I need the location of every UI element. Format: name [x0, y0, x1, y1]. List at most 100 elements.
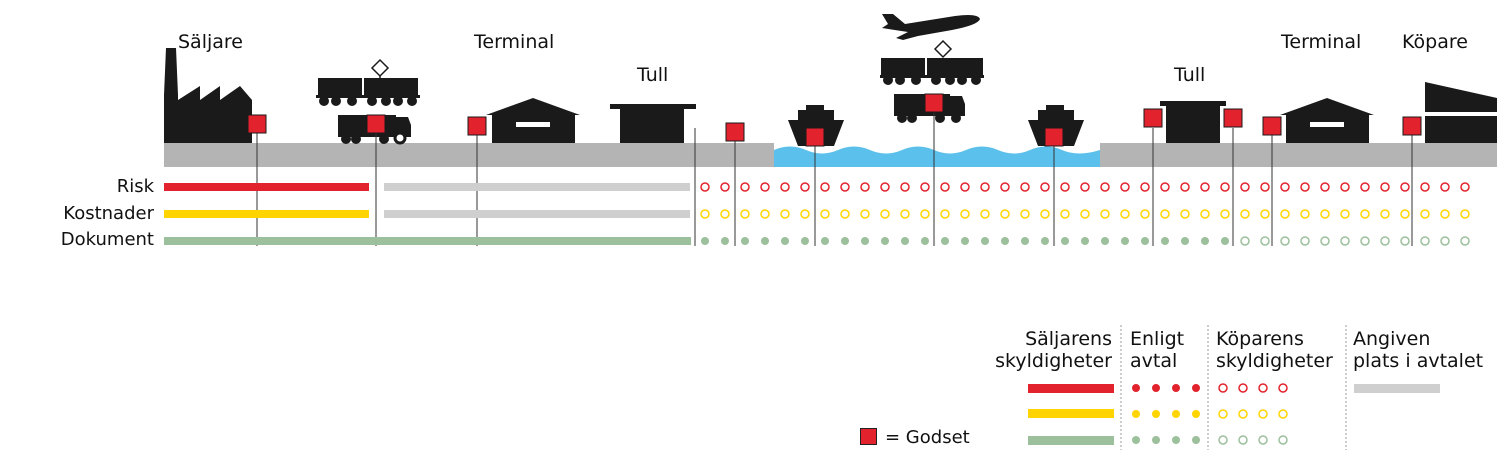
- documents-dot: [1181, 237, 1189, 245]
- ground-strip-right: [1100, 143, 1497, 167]
- legend-agreed-place-line2: plats i avtalet: [1353, 350, 1484, 372]
- costs-dot: [1460, 209, 1470, 219]
- airplane-icon: [882, 14, 980, 40]
- costs-dot: [840, 209, 850, 219]
- goods-marker: [924, 93, 944, 113]
- costs-dot: [1120, 209, 1130, 219]
- risk-dot: [940, 182, 950, 192]
- row-label-risk: Risk: [116, 176, 154, 197]
- risk-dot: [880, 182, 890, 192]
- documents-dot: [1320, 236, 1330, 246]
- documents-dot: [1300, 236, 1310, 246]
- costs-dot: [760, 209, 770, 219]
- legend-seller-duties-line1: Säljarens: [1025, 328, 1112, 350]
- pantograph-icon-2: [933, 39, 953, 59]
- risk-dot: [1020, 182, 1030, 192]
- documents-dot: [781, 237, 789, 245]
- costs-dot: [1420, 209, 1430, 219]
- costs-dot: [940, 209, 950, 219]
- costs-dot: [960, 209, 970, 219]
- label-terminal-left: Terminal: [474, 31, 555, 53]
- goods-marker: [1402, 116, 1422, 136]
- row-label-documents: Dokument: [60, 229, 154, 250]
- documents-dot: [1161, 237, 1169, 245]
- documents-dot: [961, 237, 969, 245]
- risk-dot: [1180, 182, 1190, 192]
- goods-legend-label: = Godset: [885, 427, 970, 448]
- documents-dot: [1420, 236, 1430, 246]
- documents-dot: [1201, 237, 1209, 245]
- risk-dot: [1160, 182, 1170, 192]
- risk-dot: [1200, 182, 1210, 192]
- documents-dot: [1400, 236, 1410, 246]
- costs-dot: [1380, 209, 1390, 219]
- risk-dot: [1320, 182, 1330, 192]
- documents-dot: [1280, 236, 1290, 246]
- goods-legend-swatch: [860, 428, 877, 445]
- legend-buyer-duties-line1: Köparens: [1216, 328, 1304, 350]
- documents-dot: [881, 237, 889, 245]
- label-terminal-right: Terminal: [1281, 31, 1362, 53]
- documents-dot: [1061, 237, 1069, 245]
- costs-dot: [800, 209, 810, 219]
- documents-dot: [721, 237, 729, 245]
- legend-filled-dot: [1192, 384, 1200, 392]
- legend-hollow-dot: [1258, 409, 1268, 419]
- goods-marker: [1143, 108, 1163, 128]
- factory-icon: [164, 48, 252, 143]
- documents-dot: [801, 237, 809, 245]
- risk-dot: [1040, 182, 1050, 192]
- risk-dot: [960, 182, 970, 192]
- costs-dot: [880, 209, 890, 219]
- costs-dot: [920, 209, 930, 219]
- terminal-building-icon: [486, 98, 580, 143]
- costs-dot: [820, 209, 830, 219]
- risk-dot: [1340, 182, 1350, 192]
- customs-building-icon: [610, 104, 696, 143]
- risk-dot: [1360, 182, 1370, 192]
- costs-dot: [980, 209, 990, 219]
- costs-dot: [1240, 209, 1250, 219]
- legend-as-agreed-line1: Enligt: [1130, 328, 1185, 350]
- risk-dot: [700, 182, 710, 192]
- documents-dot: [1380, 236, 1390, 246]
- legend-buyer-duties: Köparens skyldigheter: [1216, 328, 1333, 372]
- dot-rows: [700, 182, 1470, 246]
- label-customs-right: Tull: [1174, 64, 1206, 86]
- risk-bar-seller: [164, 183, 369, 191]
- legend-hollow-dot: [1258, 435, 1268, 445]
- costs-dot: [740, 209, 750, 219]
- documents-dot: [1141, 237, 1149, 245]
- costs-bar-agreed-place: [384, 210, 690, 218]
- risk-dot: [1280, 182, 1290, 192]
- legend-seller-costs-bar: [1028, 409, 1114, 418]
- risk-dot: [780, 182, 790, 192]
- legend-buyer-duties-line2: skyldigheter: [1216, 350, 1333, 372]
- costs-dot: [1320, 209, 1330, 219]
- documents-dot: [701, 237, 709, 245]
- costs-dot: [1080, 209, 1090, 219]
- documents-dot: [1121, 237, 1129, 245]
- documents-dot: [1340, 236, 1350, 246]
- risk-dot: [1400, 182, 1410, 192]
- documents-dot: [1440, 236, 1450, 246]
- costs-dot: [900, 209, 910, 219]
- legend-hollow-dot: [1278, 435, 1288, 445]
- costs-dot: [700, 209, 710, 219]
- legend-hollow-dot: [1278, 383, 1288, 393]
- legend-as-agreed: Enligt avtal: [1130, 328, 1184, 372]
- risk-dot: [1220, 182, 1230, 192]
- legend-filled-dot: [1152, 436, 1160, 444]
- goods-marker: [247, 114, 267, 134]
- costs-dot: [1280, 209, 1290, 219]
- documents-dot: [1460, 236, 1470, 246]
- risk-dot: [860, 182, 870, 192]
- legend-hollow-dot: [1258, 383, 1268, 393]
- train-wagons-icon-2: [880, 58, 984, 85]
- documents-dot: [921, 237, 929, 245]
- risk-dot: [1100, 182, 1110, 192]
- risk-dot: [1420, 182, 1430, 192]
- documents-dot: [861, 237, 869, 245]
- costs-dot: [1180, 209, 1190, 219]
- costs-dot: [1060, 209, 1070, 219]
